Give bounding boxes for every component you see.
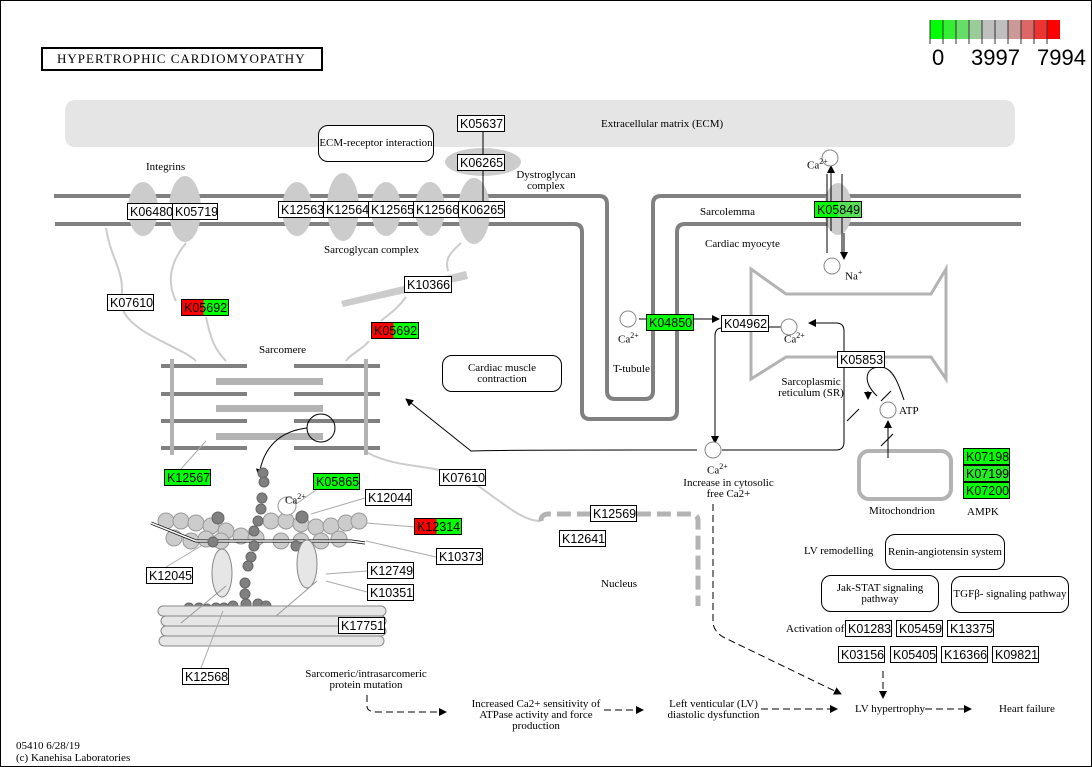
gene-box[interactable]: K17751 <box>338 617 385 634</box>
legend-swatch <box>1047 20 1060 39</box>
legend-swatch <box>969 20 982 39</box>
footer-copyright: (c) Kanehisa Laboratories <box>16 752 131 764</box>
gene-box[interactable]: K05853 <box>837 351 885 368</box>
na-label: Na <box>845 270 858 283</box>
t-tubule-label: T-tubule <box>613 363 650 375</box>
gene-box[interactable]: K06265 <box>458 201 505 218</box>
mutation-label: Sarcomeric/intrasarcomeric protein mutat… <box>305 668 427 691</box>
gene-box[interactable]: K05692 <box>181 299 229 316</box>
legend-swatch <box>956 20 969 39</box>
legend-color-bar <box>929 20 1060 44</box>
ca-label: Ca <box>784 333 797 346</box>
gene-box[interactable]: K10366 <box>404 276 452 293</box>
heart-failure-label: Heart failure <box>999 703 1055 715</box>
increased-sensitivity-label: Increased Ca2+ sensitivity of ATPase act… <box>471 698 601 732</box>
gene-box[interactable]: K07200 <box>963 482 1010 499</box>
legend-min: 0 <box>932 45 945 70</box>
ampk-label: AMPK <box>967 506 999 518</box>
gene-box[interactable]: K13375 <box>947 620 994 637</box>
gene-box[interactable]: K05637 <box>457 115 505 132</box>
ca-label: Ca <box>707 464 720 477</box>
gene-box[interactable]: K07198 <box>963 448 1010 465</box>
ca-label: Ca <box>285 494 298 507</box>
legend-swatch <box>1021 20 1034 39</box>
gene-box[interactable]: K06265 <box>457 154 505 171</box>
gene-box[interactable]: K05719 <box>172 203 218 220</box>
gene-box[interactable]: K12045 <box>146 567 193 584</box>
gene-box[interactable]: K12564 <box>323 201 369 218</box>
gene-box[interactable]: K06480 <box>127 203 173 220</box>
activation-of-label: Activation of : <box>786 623 851 635</box>
gene-box[interactable]: K04962 <box>721 315 769 332</box>
atp-label: ATP <box>899 405 919 417</box>
gene-box[interactable]: K04850 <box>646 314 694 331</box>
sr-shape <box>749 263 948 384</box>
gene-box[interactable]: K05459 <box>896 620 943 637</box>
legend-max: 7994 <box>1037 45 1086 70</box>
gene-box[interactable]: K12568 <box>182 668 229 685</box>
gene-box[interactable]: K09821 <box>992 646 1039 663</box>
lv-remodelling-label: LV remodelling <box>804 545 874 557</box>
sarcomere-label: Sarcomere <box>259 344 307 356</box>
gene-box[interactable]: K12566 <box>413 201 459 218</box>
gene-box[interactable]: K05405 <box>890 646 937 663</box>
nucleus-label: Nucleus <box>601 578 638 590</box>
gene-box[interactable]: K05865 <box>313 473 360 490</box>
gene-box[interactable]: K05692 <box>371 322 419 339</box>
ca-label: Ca <box>807 159 820 172</box>
ca-label: Ca <box>618 333 631 346</box>
gene-box[interactable]: K01283 <box>845 620 892 637</box>
pathway-cardiac-muscle-contraction[interactable]: Cardiac muscle contraction <box>442 355 562 392</box>
gene-box[interactable]: K16366 <box>941 646 988 663</box>
gene-box[interactable]: K12314 <box>414 518 462 535</box>
pathway-renin-angiotensin[interactable]: Renin-angiotensin system <box>885 534 1005 570</box>
legend-swatch <box>1008 20 1021 39</box>
gene-box[interactable]: K07610 <box>107 294 154 311</box>
gene-box[interactable]: K07199 <box>963 465 1010 482</box>
gene-box[interactable]: K10373 <box>436 548 483 565</box>
footer-id: 05410 6/28/19 <box>16 740 80 752</box>
sarcolemma-outer <box>54 194 1021 401</box>
ecm-label: Extracellular matrix (ECM) <box>601 118 724 130</box>
gene-box[interactable]: K12044 <box>365 489 412 506</box>
lv-hypertrophy-label: LV hypertrophy <box>855 703 925 715</box>
cardiac-myocyte-label: Cardiac myocyte <box>705 238 780 250</box>
gene-box[interactable]: K07610 <box>439 469 486 486</box>
gene-box[interactable]: K10351 <box>367 584 414 601</box>
sr-label: Sarcoplasmic reticulum (SR) <box>778 376 844 399</box>
increase-ca-label: Increase in cytosolic free Ca2+ <box>683 477 774 500</box>
gene-box[interactable]: K05849 <box>814 201 862 218</box>
gene-box[interactable]: K12641 <box>559 530 606 547</box>
legend-swatch <box>1034 20 1047 39</box>
legend-swatch <box>982 20 995 39</box>
legend-swatch <box>930 20 943 39</box>
pathway-ecm-receptor[interactable]: ECM-receptor interaction <box>318 125 434 162</box>
gene-box[interactable]: K12565 <box>368 201 414 218</box>
legend-swatch <box>943 20 956 39</box>
sarcolemma-inner <box>55 222 1021 421</box>
gene-box[interactable]: K12569 <box>590 505 637 522</box>
gene-box[interactable]: K03156 <box>838 646 885 663</box>
integrins-label: Integrins <box>146 161 186 173</box>
legend-mid: 3997 <box>971 45 1020 70</box>
ecm-region <box>65 100 1015 147</box>
sarcoglycan-label: Sarcoglycan complex <box>324 244 419 256</box>
sarcolemma-label: Sarcolemma <box>700 206 755 218</box>
mitochondrion-label: Mitochondrion <box>869 505 935 517</box>
page-title: HYPERTROPHIC CARDIOMYOPATHY <box>41 47 323 71</box>
pathway-jak-stat[interactable]: Jak-STAT signaling pathway <box>821 575 939 612</box>
pathway-tgfb[interactable]: TGFβ- signaling pathway <box>951 576 1069 613</box>
dystroglycan-label: Dystroglycan complex <box>516 169 576 192</box>
gene-box[interactable]: K12749 <box>367 562 414 579</box>
lv-diastolic-label: Left venticular (LV) diastolic dysfuncti… <box>667 698 760 721</box>
gene-box[interactable]: K12567 <box>164 469 211 486</box>
nucleus-envelope <box>538 511 701 606</box>
gene-box[interactable]: K12563 <box>278 201 324 218</box>
mitochondrion-shape <box>857 449 953 501</box>
legend-swatch <box>995 20 1008 39</box>
